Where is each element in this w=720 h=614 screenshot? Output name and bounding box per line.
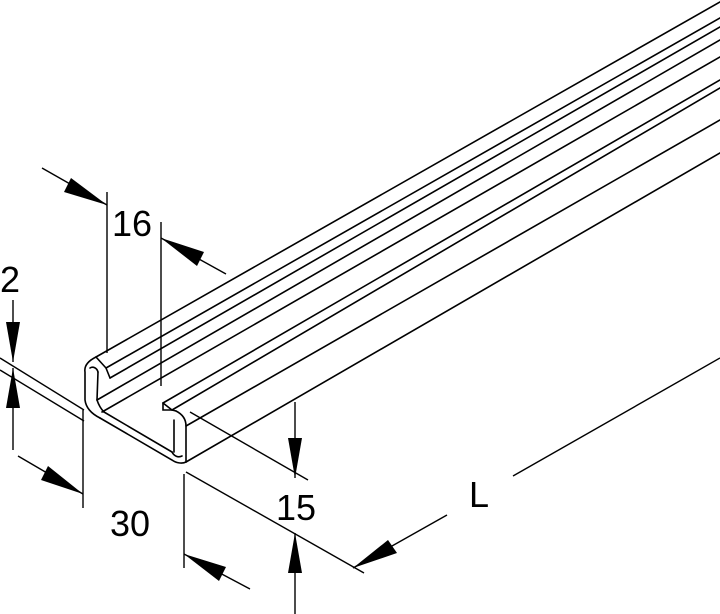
rail-longitudinal-edges: [95, 1, 720, 463]
dimension-label-30: 30: [110, 503, 150, 544]
dimension-label-15: 15: [276, 487, 316, 528]
dimension-label-2: 2: [0, 259, 20, 300]
dimension-label-16: 16: [112, 203, 152, 244]
dimension-16: 16: [41, 167, 227, 386]
dimension-label-L: L: [469, 474, 489, 515]
dimension-15: 15: [185, 402, 365, 614]
dimension-2: 2: [0, 259, 85, 450]
rail-cross-section: [84, 356, 187, 464]
dimension-30: 30: [17, 410, 251, 590]
dimension-L: L: [352, 357, 720, 569]
